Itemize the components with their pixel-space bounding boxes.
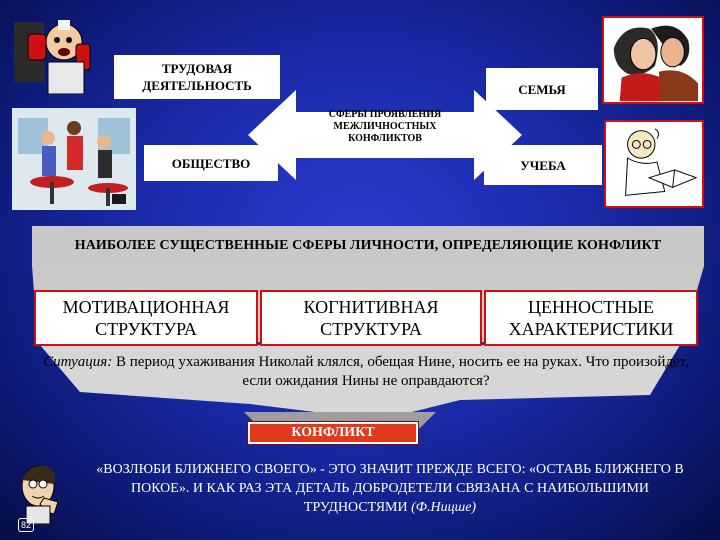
sphere-family: СЕМЬЯ	[486, 68, 598, 110]
phone-man-clipart	[14, 14, 106, 94]
structure-cognitive: КОГНИТИВНАЯ СТРУКТУРА	[260, 290, 482, 346]
cafe-society-clipart	[12, 108, 136, 210]
couple-clipart	[602, 16, 704, 104]
sphere-society: ОБЩЕСТВО	[144, 145, 278, 181]
center-label: СФЕРЫ ПРОЯВЛЕНИЯ МЕЖЛИЧНОСТНЫХ КОНФЛИКТО…	[328, 109, 442, 144]
sphere-study: УЧЕБА	[484, 145, 602, 185]
student-reading-clipart	[604, 120, 704, 208]
situation-block: Ситуация: В период ухаживания Николай кл…	[38, 353, 694, 391]
conflict-box: КОНФЛИКТ	[247, 421, 419, 445]
quote-block: «ВОЗЛЮБИ БЛИЖНЕГО СВОЕГО» - ЭТО ЗНАЧИТ П…	[80, 460, 700, 517]
pondering-man-clipart	[14, 462, 68, 524]
situation-text: В период ухаживания Николай клялся, обещ…	[116, 354, 689, 389]
sphere-work: ТРУДОВАЯ ДЕЯТЕЛЬНОСТЬ	[114, 55, 280, 99]
quote-author: (Ф.Ницше)	[411, 500, 477, 515]
quote-text: «ВОЗЛЮБИ БЛИЖНЕГО СВОЕГО» - ЭТО ЗНАЧИТ П…	[96, 462, 684, 515]
double-arrow-icon	[248, 90, 522, 180]
page-number: 82	[18, 518, 34, 532]
situation-label: Ситуация:	[43, 354, 113, 370]
banner: НАИБОЛЕЕ СУЩЕСТВЕННЫЕ СФЕРЫ ЛИЧНОСТИ, ОП…	[32, 226, 704, 266]
structure-motivational: МОТИВАЦИОННАЯ СТРУКТУРА	[34, 290, 258, 346]
structure-values: ЦЕННОСТНЫЕ ХАРАКТЕРИСТИКИ	[484, 290, 698, 346]
